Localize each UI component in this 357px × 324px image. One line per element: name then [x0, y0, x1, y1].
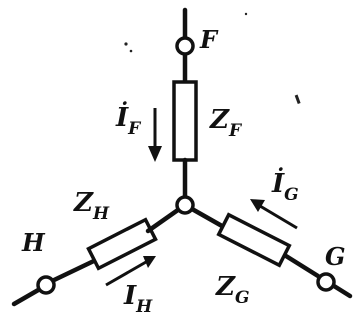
impedance-label-zf: ZF: [209, 105, 243, 141]
terminal-h: [36, 275, 56, 295]
print-specks: [124, 12, 301, 105]
wire-g-inner: [283, 253, 321, 279]
resistor-zf: [172, 80, 198, 162]
node-label-g: G: [325, 242, 346, 271]
terminal-g: [316, 272, 336, 292]
terminal-f: [175, 36, 195, 56]
wire-h-outer: [11, 286, 43, 307]
center-node: [175, 195, 195, 215]
branch-h: [11, 202, 188, 307]
impedance-label-zg: ZG: [215, 272, 250, 308]
node-label-f: F: [199, 25, 219, 54]
current-arrow-f: [148, 108, 162, 162]
current-arrow-g: [250, 199, 298, 230]
current-label-ig: İG: [271, 167, 299, 205]
branch-f: [172, 7, 198, 206]
current-label-ih: IH: [123, 281, 153, 317]
resistor-zg: [216, 212, 292, 268]
wire-g-outer: [331, 283, 353, 299]
current-arrow-h: [105, 256, 156, 287]
impedance-label-zh: ZH: [73, 188, 110, 224]
current-label-if: İF: [115, 101, 142, 139]
node-label-h: H: [21, 228, 46, 257]
wire-h-inner: [49, 256, 101, 284]
